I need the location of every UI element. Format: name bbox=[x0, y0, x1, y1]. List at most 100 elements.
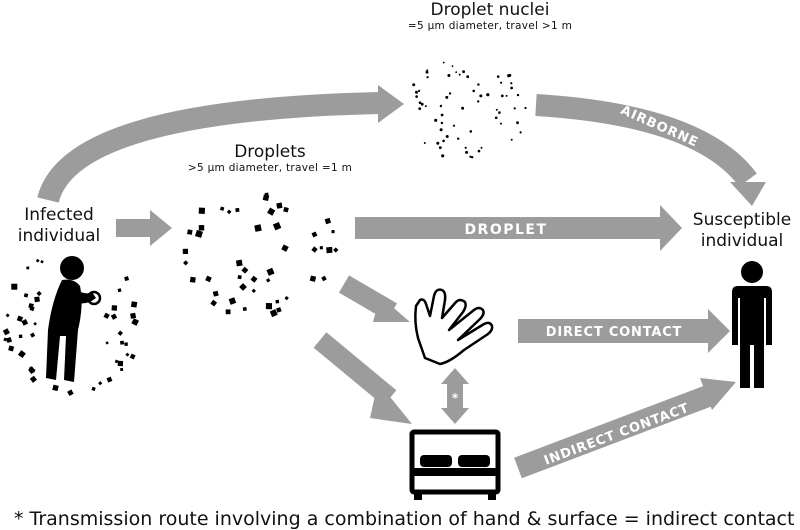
nuclei-cloud-particle bbox=[439, 104, 443, 108]
nuclei-cloud-particle bbox=[455, 71, 458, 74]
droplets-cloud-particle bbox=[205, 275, 212, 283]
nuclei-cloud-particle bbox=[469, 130, 473, 133]
infected-cloud-particle bbox=[129, 353, 136, 360]
nuclei-cloud-particle bbox=[436, 141, 440, 145]
droplets-cloud-particle bbox=[219, 206, 225, 211]
infected-cloud-particle bbox=[35, 258, 40, 263]
infected-cloud-particle bbox=[36, 290, 42, 297]
nuclei-cloud-particle bbox=[486, 93, 490, 97]
droplets-cloud-particle bbox=[281, 244, 289, 252]
droplets-cloud-particle bbox=[311, 246, 318, 253]
nuclei-cloud-particle bbox=[424, 105, 427, 108]
indirect-contact-label: INDIRECT CONTACT bbox=[542, 401, 691, 469]
direct-contact-label: DIRECT CONTACT bbox=[546, 325, 682, 340]
nuclei-cloud-particle bbox=[441, 154, 445, 158]
infected-cloud-particle bbox=[120, 367, 124, 372]
nuclei-cloud-particle bbox=[472, 89, 476, 93]
hand-bed-link-arrowhead-up bbox=[441, 368, 469, 384]
droplets-cloud-particle bbox=[272, 222, 282, 231]
infected-cloud-particle bbox=[131, 318, 140, 326]
droplets-cloud-particle bbox=[235, 259, 243, 267]
nuclei-cloud-particle bbox=[480, 146, 483, 149]
droplets-cloud-particle bbox=[241, 266, 249, 274]
droplets-cloud-particle bbox=[210, 299, 218, 307]
nuclei-cloud-particle bbox=[466, 75, 470, 79]
nuclei-cloud-particle bbox=[418, 107, 422, 110]
droplets-to-bed-arrowhead bbox=[370, 382, 412, 424]
droplets-cloud-particle bbox=[225, 309, 231, 315]
nuclei-cloud-particle bbox=[415, 95, 418, 98]
nuclei-cloud-particle bbox=[494, 116, 498, 120]
infected-cloud-particle bbox=[8, 345, 15, 352]
droplets-cloud-particle bbox=[264, 192, 269, 197]
droplets-cloud-particle bbox=[235, 207, 240, 213]
droplets-title: Droplets bbox=[234, 142, 306, 162]
droplets-cloud-particle bbox=[228, 297, 237, 305]
infected-cloud-particle bbox=[98, 381, 103, 386]
infected-individual-label: Infected individual bbox=[0, 205, 118, 247]
infected-cloud-particle bbox=[18, 334, 23, 339]
nuclei-cloud-particle bbox=[477, 83, 480, 86]
droplets-cloud-particle bbox=[254, 224, 262, 232]
infected-to-nuclei-arrow bbox=[37, 92, 381, 204]
bed-icon bbox=[409, 429, 501, 500]
infected-cloud-particle bbox=[2, 328, 10, 336]
nuclei-cloud-particle bbox=[500, 81, 503, 84]
infected-cloud-particle bbox=[110, 313, 118, 320]
nuclei-cloud-particle bbox=[447, 74, 451, 77]
infected-label-line1: Infected bbox=[24, 205, 94, 225]
infected-cloud-particle bbox=[117, 330, 123, 336]
nuclei-cloud-particle bbox=[415, 90, 418, 94]
infected-cloud-particle bbox=[105, 341, 109, 345]
infected-cloud-particle bbox=[28, 366, 36, 375]
nuclei-cloud-particle bbox=[498, 111, 501, 114]
droplets-cloud-particle bbox=[283, 206, 289, 213]
infected-cloud-particle bbox=[67, 389, 74, 396]
droplets-cloud-particle bbox=[326, 246, 333, 254]
asterisk-marker: * bbox=[452, 391, 459, 405]
infected-cloud-particle bbox=[91, 386, 96, 392]
droplets-cloud-particle bbox=[198, 207, 206, 214]
droplets-cloud-particle bbox=[187, 229, 193, 235]
nuclei-cloud-particle bbox=[524, 106, 527, 110]
infected-spray-cloud bbox=[2, 258, 140, 396]
droplets-to-hand-arrowhead bbox=[373, 296, 410, 322]
nuclei-cloud-particle bbox=[452, 124, 456, 127]
infected-to-droplets-arrow bbox=[116, 210, 172, 246]
nuclei-cloud-particle bbox=[519, 131, 522, 134]
nuclei-cloud-particle bbox=[445, 135, 449, 138]
nuclei-cloud-particle bbox=[505, 94, 508, 97]
nuclei-cloud-particle bbox=[477, 149, 481, 153]
infected-cloud-particle bbox=[130, 301, 138, 308]
droplet-label: DROPLET bbox=[464, 222, 547, 238]
susceptible-label-line2: individual bbox=[700, 231, 784, 251]
infected-cloud-particle bbox=[28, 303, 34, 309]
nuclei-cloud-particle bbox=[496, 75, 500, 78]
infected-cloud-particle bbox=[106, 376, 113, 383]
droplets-cloud-particle bbox=[265, 278, 271, 283]
nuclei-cloud-particle bbox=[440, 121, 444, 125]
droplets-cloud-particle bbox=[212, 290, 219, 297]
droplets-cloud-particle bbox=[239, 283, 247, 291]
footnote: * Transmission route involving a combina… bbox=[14, 508, 795, 530]
droplets-cloud-particle bbox=[250, 275, 258, 283]
hand-bed-link-arrow bbox=[447, 382, 463, 410]
droplets-cloud-particle bbox=[226, 209, 232, 215]
droplets-cloud-particle bbox=[333, 247, 339, 253]
infected-cloud-particle bbox=[103, 312, 110, 319]
droplets-cloud-particle bbox=[309, 275, 317, 282]
nuclei-cloud-particle bbox=[423, 142, 426, 144]
droplets-subtitle: >5 µm diameter, travel =1 m bbox=[187, 162, 353, 174]
nuclei-cloud-particle bbox=[451, 65, 454, 67]
droplets-cloud-particle bbox=[189, 276, 196, 283]
nuclei-cloud-particle bbox=[462, 70, 465, 74]
droplets-cloud-particle bbox=[331, 230, 335, 234]
droplets-cloud-particle bbox=[267, 207, 276, 216]
infected-cloud-particle bbox=[17, 350, 26, 359]
nuclei-cloud-particle bbox=[510, 86, 513, 90]
droplets-cloud-particle bbox=[251, 288, 256, 294]
nuclei-cloud-particle bbox=[461, 106, 465, 110]
droplets-cloud-particle bbox=[237, 274, 242, 280]
droplets-cloud-particle bbox=[242, 306, 247, 312]
infected-cloud-particle bbox=[21, 319, 29, 326]
